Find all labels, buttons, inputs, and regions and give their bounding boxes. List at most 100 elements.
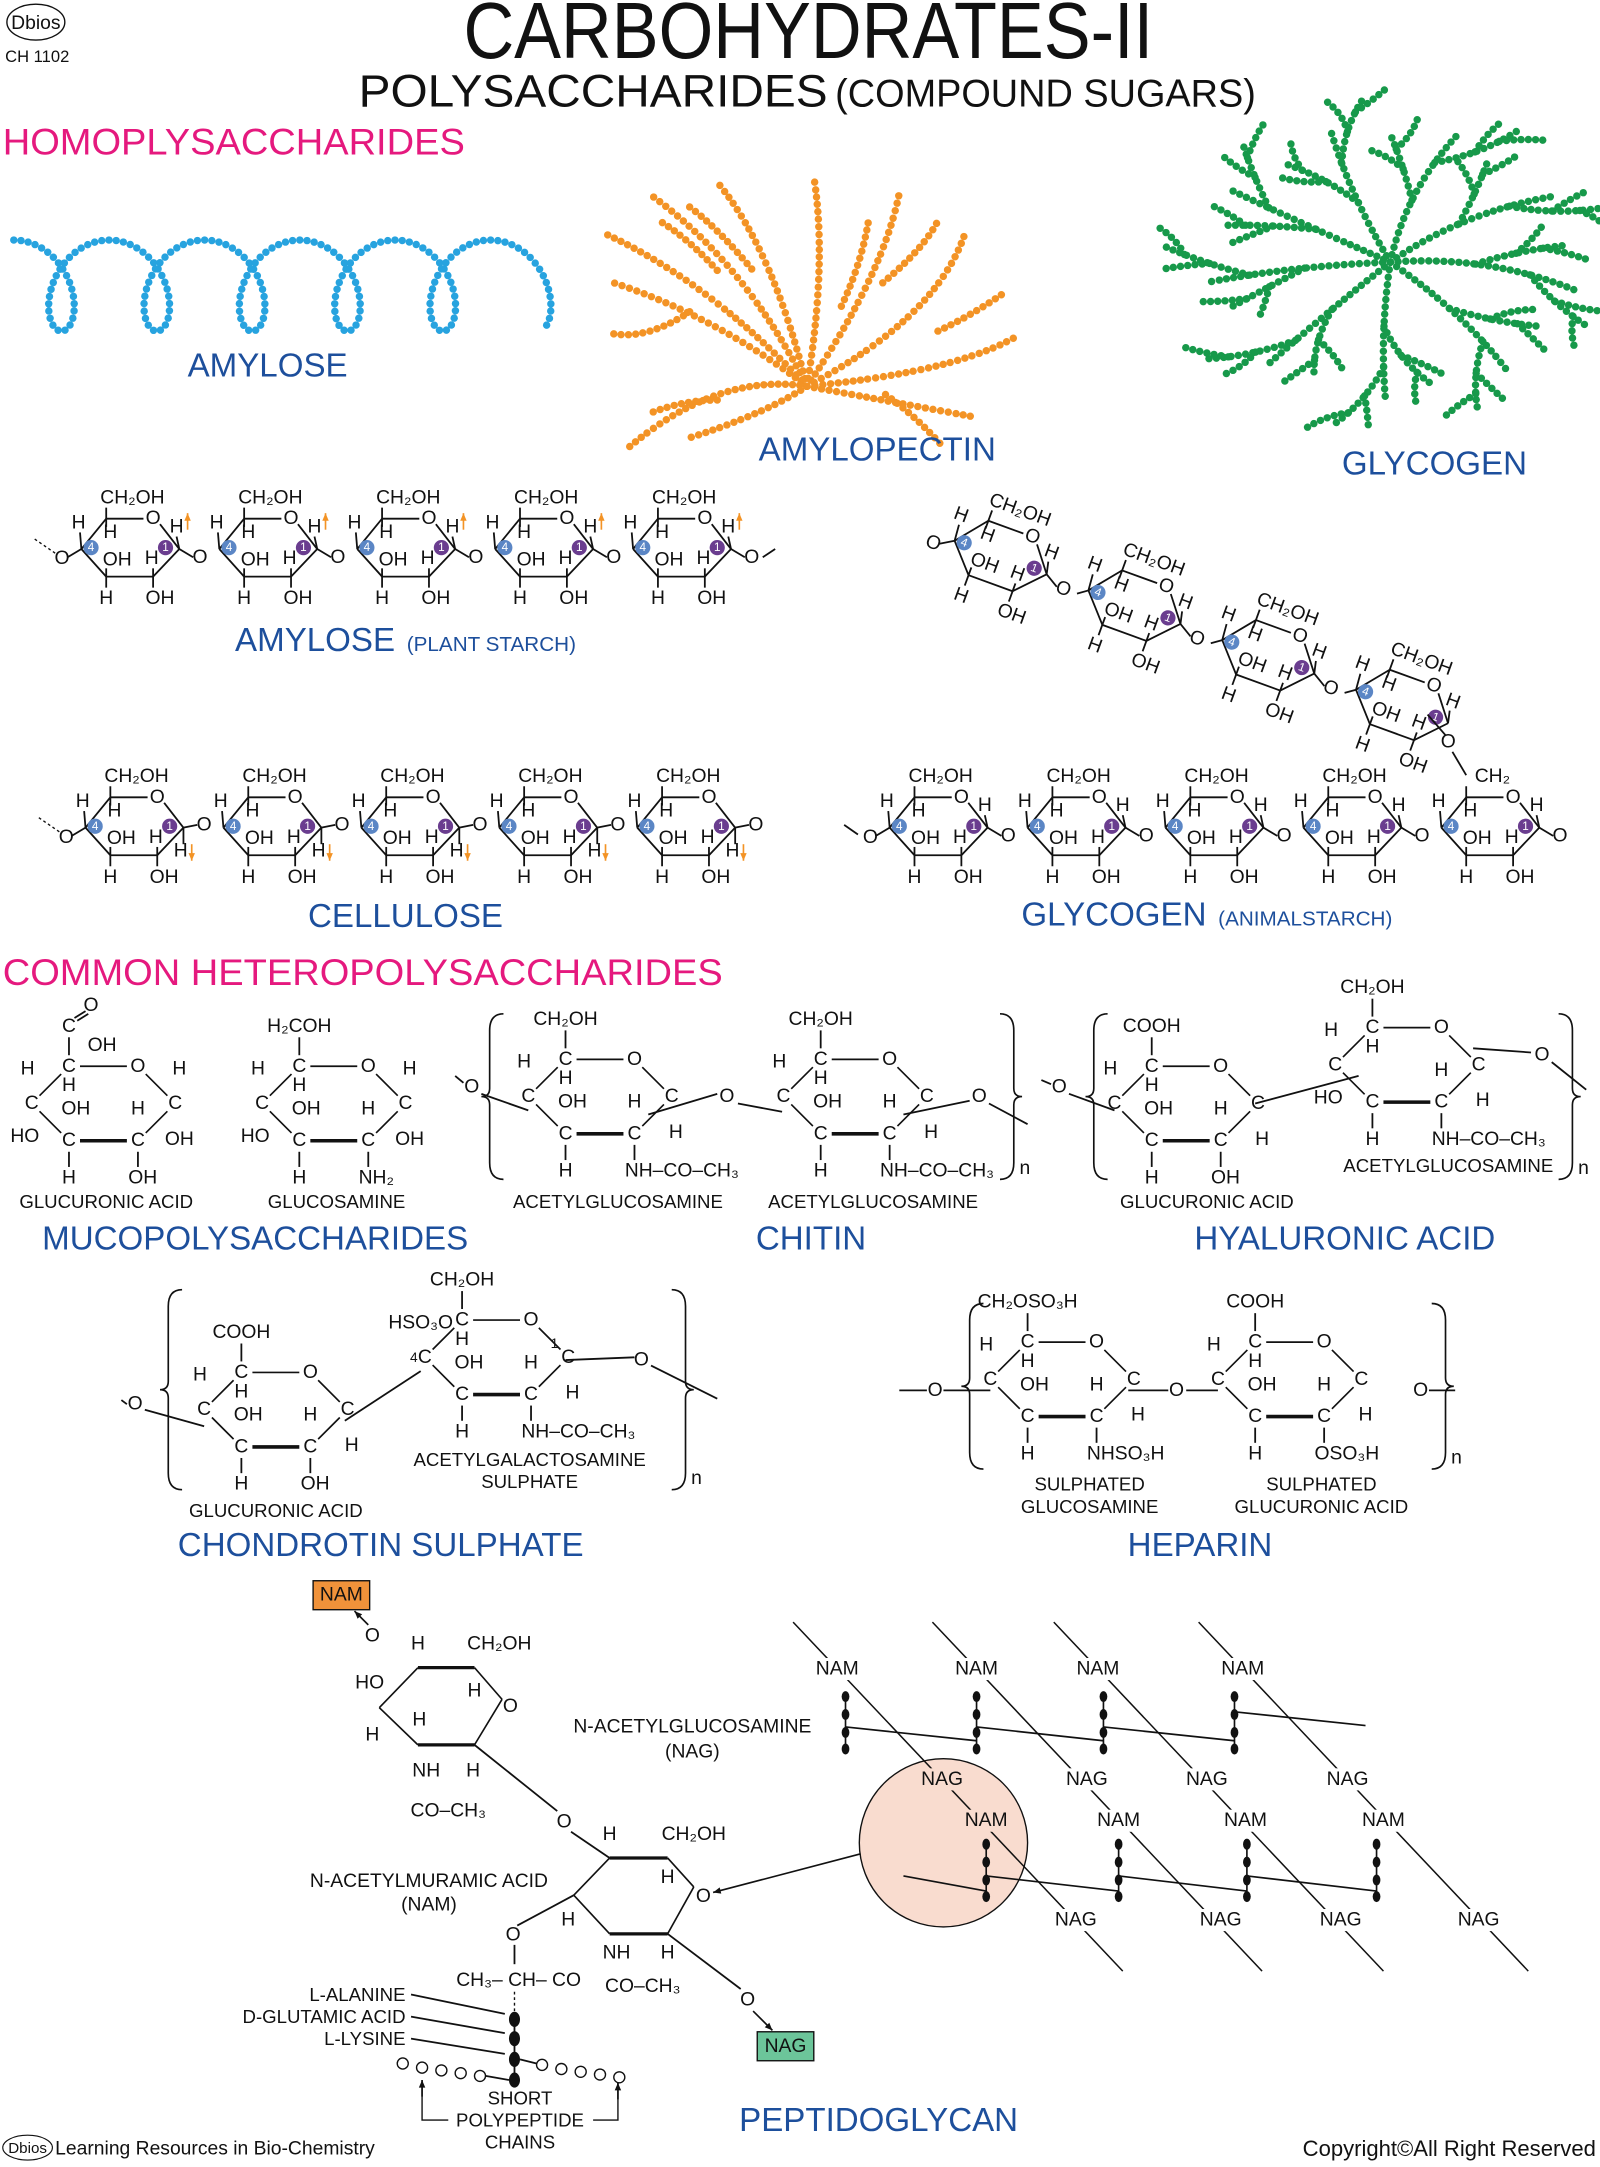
amylopectin-bead (932, 219, 941, 228)
amylopectin-bead (685, 203, 694, 211)
substituent: H (814, 1161, 828, 1182)
substituent: CH₂OH (789, 1009, 853, 1030)
glycogen-bead (1560, 249, 1569, 257)
amylopectin-bead (953, 317, 962, 326)
substituent: OH (301, 1474, 330, 1495)
amylopectin-bead (673, 315, 681, 324)
ring-oxygen: O (1423, 673, 1444, 698)
carbon-4-badge (497, 540, 513, 556)
carbon-1-badge (300, 818, 316, 834)
c4-h: H (1218, 602, 1238, 627)
bond (1011, 583, 1017, 592)
amylopectin-bead (669, 267, 677, 276)
amylose-bead (451, 299, 460, 308)
c5-h: H (241, 522, 255, 543)
glycogen-bead (1560, 199, 1568, 207)
amylopectin-bead (720, 187, 729, 196)
peptide-residue (454, 2066, 467, 2080)
ring-oxygen: O (1022, 524, 1043, 549)
glycogen-bead (1262, 225, 1271, 233)
glycogen-bead (1417, 257, 1425, 265)
glycogen-bead (1409, 257, 1418, 265)
amylose-bead (260, 292, 268, 301)
ring-oxygen: O (697, 508, 712, 529)
bond (79, 532, 83, 550)
amylose-shape-label: AMYLOSE (188, 348, 348, 385)
amylopectin-bead (889, 214, 897, 222)
substituent: OSO₃H (1314, 1443, 1379, 1464)
carbon-1-badge (1294, 659, 1310, 676)
chart-code: CH 1102 (5, 47, 69, 66)
bond (356, 548, 383, 578)
label-bg (815, 1657, 860, 1681)
bond (1227, 1110, 1251, 1134)
nam-name: N-ACETYLMURAMIC ACID (310, 1871, 548, 1892)
c3-h: H (1045, 867, 1059, 888)
bond (1365, 723, 1371, 735)
substituent: H (345, 1435, 359, 1456)
amylopectin-bead (667, 207, 676, 215)
glycogen-bead (1360, 392, 1369, 400)
amylose-bead (514, 244, 523, 252)
bond (887, 811, 891, 828)
glycogen-bead (1380, 322, 1388, 330)
c2-oh: OH (426, 867, 455, 888)
amylopectin-bead (649, 193, 658, 201)
substituent: OH (234, 1405, 263, 1426)
bracket-open (961, 1302, 984, 1470)
amylopectin-bead (858, 291, 866, 300)
c1-h: H (721, 516, 735, 537)
peptide-residue (972, 1743, 981, 1755)
amylopectin-bead (840, 389, 848, 397)
glycogen-bead (1524, 330, 1532, 338)
carbon-4-number: 4 (644, 820, 651, 833)
bond (1381, 802, 1403, 829)
carbon-atom: C (1365, 1017, 1379, 1038)
bond (790, 1103, 814, 1127)
glycogen-bead (1236, 190, 1244, 198)
glycogen-bead (1510, 153, 1519, 161)
bond (1097, 624, 1104, 636)
glycogen-bead (1507, 308, 1515, 316)
glycogen-bead (1269, 222, 1278, 230)
amylose-bead (430, 321, 439, 329)
c2-oh: OH (1262, 699, 1296, 729)
amylose-bead (17, 236, 25, 245)
amylopectin-bead (843, 289, 852, 297)
carbon-atom: C (292, 1056, 306, 1077)
carbon-atom: C (1108, 1093, 1122, 1114)
peptide-residue (1372, 1891, 1381, 1903)
amylopectin-bead (1002, 338, 1011, 346)
bond (538, 1364, 562, 1388)
glycogen-bead (1183, 261, 1192, 270)
c3-h: H (655, 867, 669, 888)
amylopectin-bead (952, 409, 960, 418)
ch2oh-group: CH₂OH (242, 766, 306, 787)
glycogen-bead (1337, 410, 1345, 418)
amylose-bead (77, 244, 85, 252)
glycogen-bead (1425, 234, 1434, 242)
glycogen-bead (1402, 175, 1410, 183)
carbon-number: 1 (551, 1336, 559, 1351)
glycogen-bead (1465, 176, 1473, 185)
peptide-residue (435, 2064, 448, 2077)
amylopectin-bead (997, 291, 1006, 299)
peptide-residue (841, 1743, 850, 1755)
substituent: H (1324, 1020, 1338, 1041)
glycogen-bead (1180, 250, 1189, 259)
glycogen-bead (1343, 127, 1352, 136)
glycogen-bead (1478, 170, 1487, 179)
glycogen-bead (1247, 163, 1255, 172)
c2-h: H (287, 827, 301, 848)
amylopectin-bead (960, 314, 968, 322)
amylopectin-bead (777, 397, 786, 405)
glycogen-bead (1310, 263, 1318, 271)
amylose-bead (235, 299, 244, 308)
bond (222, 827, 249, 856)
glycogen-bead (1338, 159, 1346, 168)
bond (938, 539, 955, 545)
c1-h: H (308, 516, 322, 537)
glycogen-bead (1199, 297, 1207, 306)
glycogen-bead (1405, 245, 1414, 254)
